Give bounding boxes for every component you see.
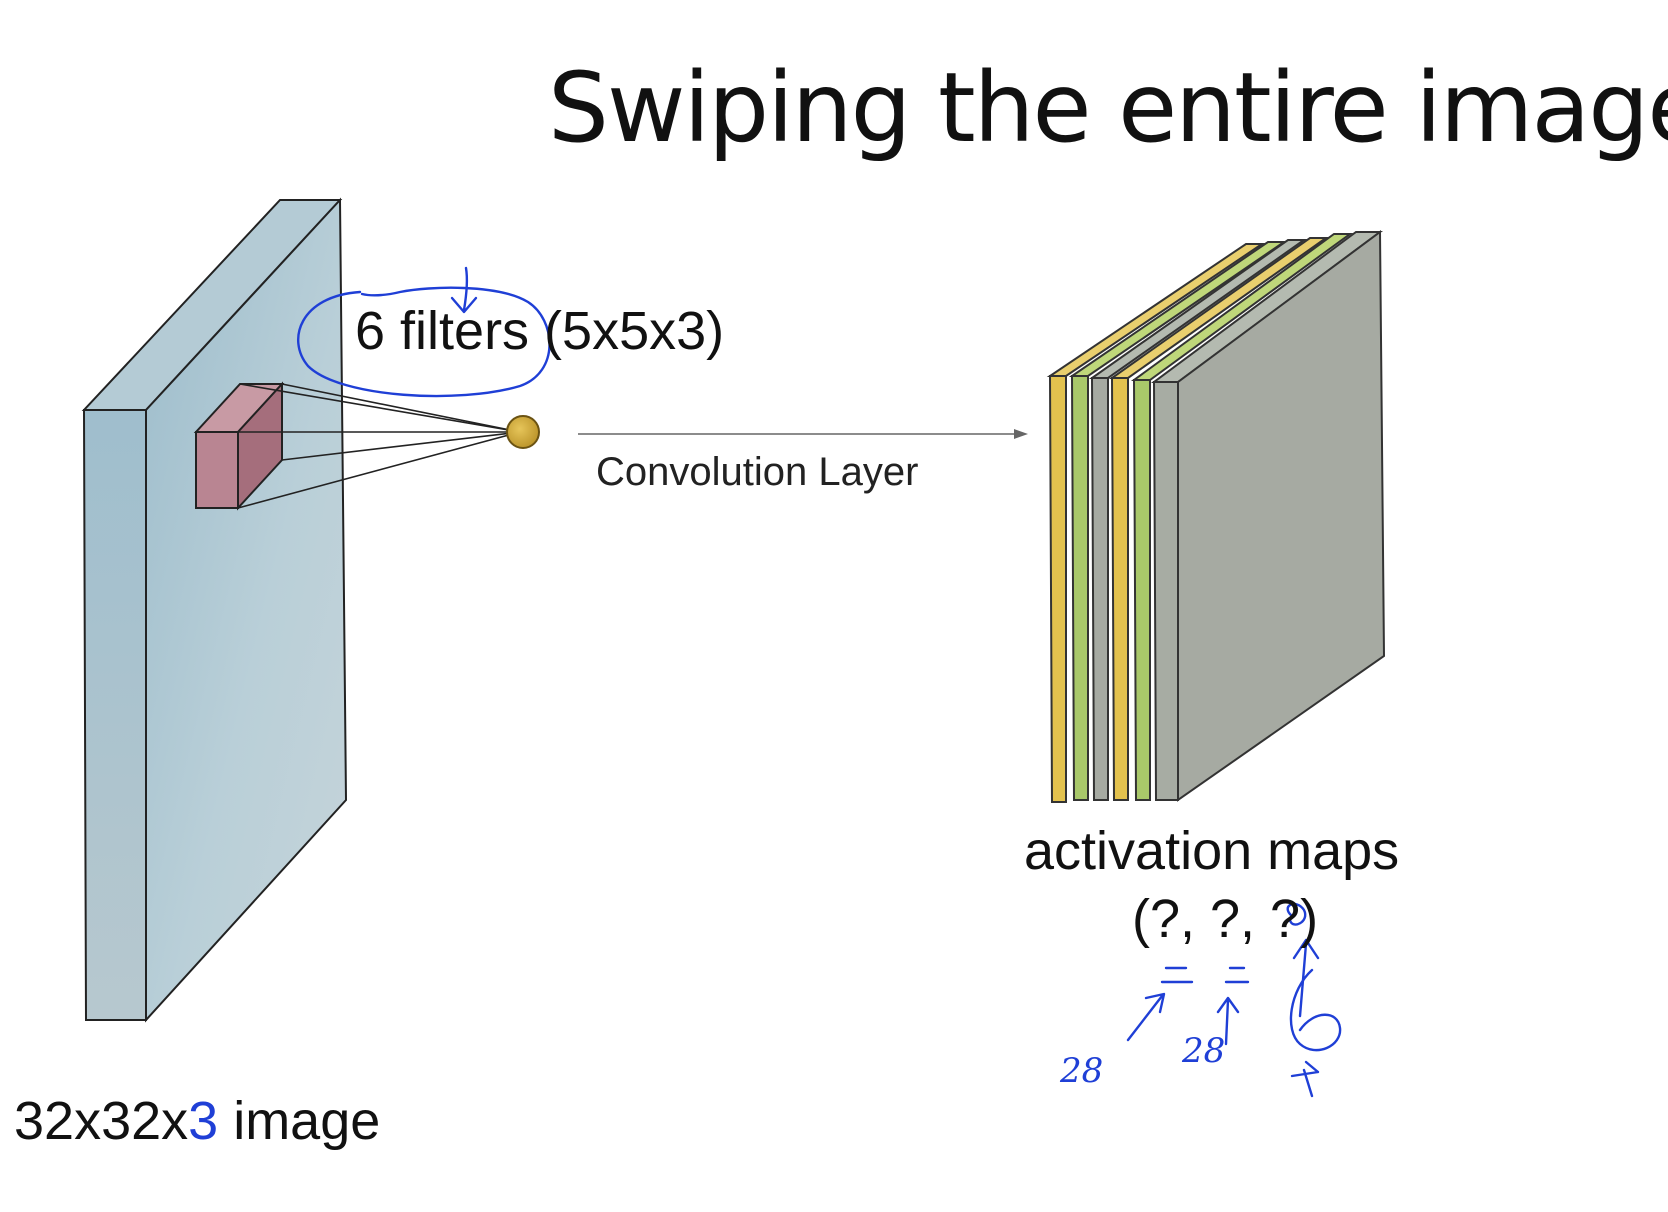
input-volume-front (145, 197, 348, 1023)
activation-maps-label: activation maps (1024, 821, 1400, 881)
activation-map (1108, 237, 1330, 801)
convolution-layer-label: Convolution Layer (596, 450, 919, 494)
input-volume (81, 197, 348, 1023)
down-arrow-annotation (450, 266, 478, 314)
activation-map (1068, 241, 1288, 801)
depth-six-annotation (1289, 968, 1342, 1052)
activation-map (1130, 233, 1354, 801)
width-note: 28 (1059, 1051, 1103, 1091)
activation-map (1046, 243, 1266, 803)
handwritten-annotations (297, 266, 1342, 1098)
input-volume-side (82, 409, 147, 1021)
circle-annotation (297, 286, 551, 398)
filters-label: 6 filters (5x5x3) (355, 301, 725, 361)
input-depth-highlight: 3 (188, 1091, 219, 1151)
output-dimensions-label: (?, ?, ?) (1132, 889, 1319, 949)
activation-maps-stack (1046, 230, 1386, 803)
slide-title: Swiping the entire image (548, 52, 1668, 164)
activation-map (1088, 239, 1308, 801)
receptive-field-lines (237, 383, 521, 509)
input-image-suffix: image (218, 1091, 381, 1151)
input-size-text: 32x32x (14, 1091, 189, 1151)
arrow-icon (578, 429, 1028, 439)
neuron-dot (506, 415, 540, 449)
input-image-label: 32x32x3 image (14, 1090, 380, 1152)
height-note: 28 (1181, 1031, 1225, 1071)
activation-map (1150, 230, 1386, 802)
